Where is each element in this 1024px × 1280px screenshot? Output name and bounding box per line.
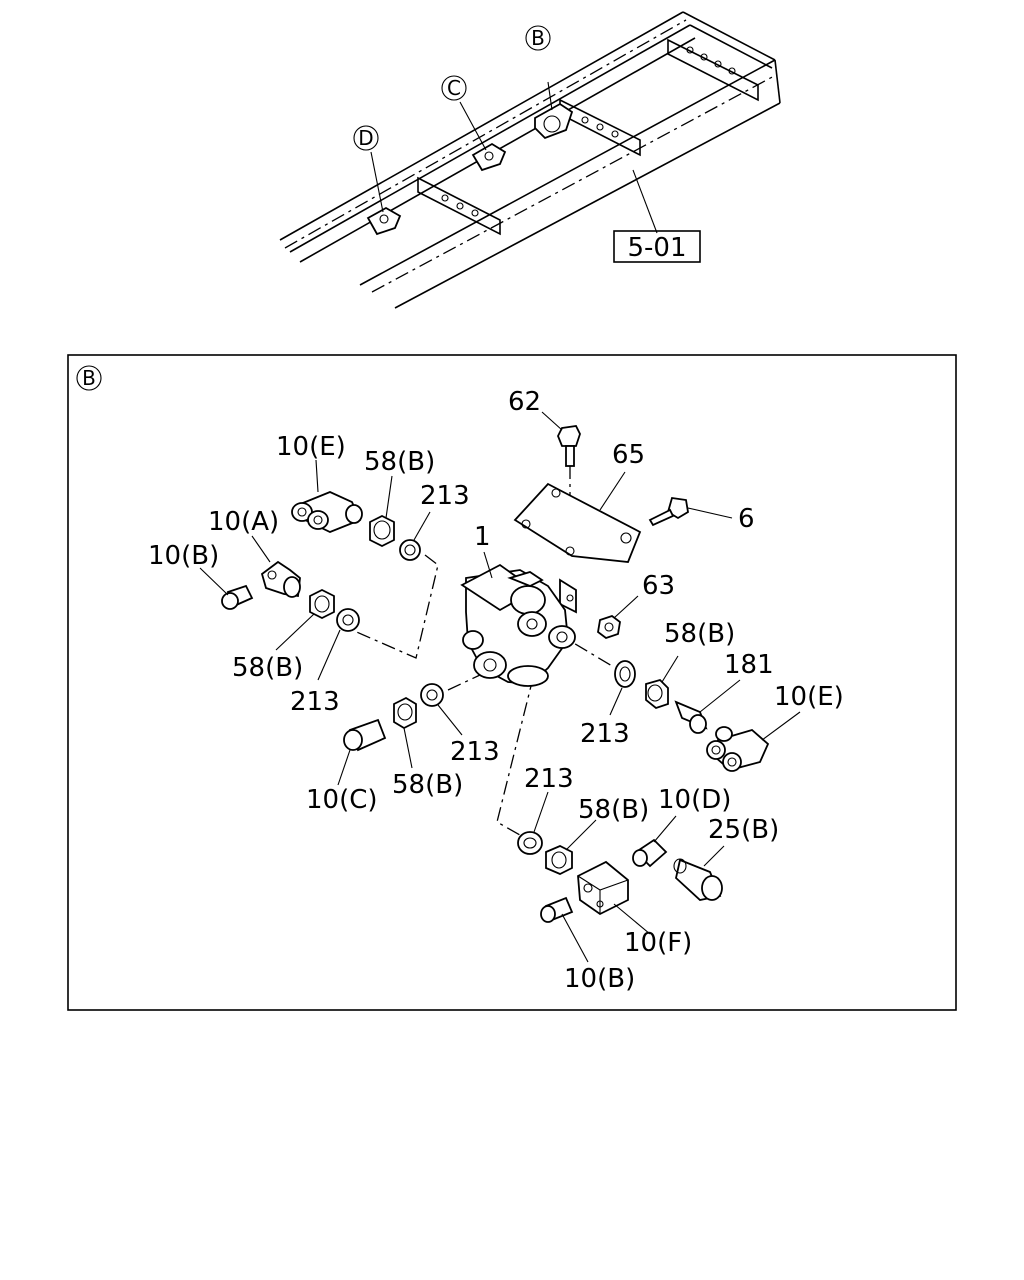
fitting-181: [674, 700, 708, 734]
label-213-bottom: 213: [524, 764, 574, 794]
label-213-top: 213: [420, 481, 470, 511]
label-10c: 10(C): [306, 785, 378, 815]
nut-63: [597, 614, 621, 640]
part-labels: 62 65 6 63 1 10(E) 58(B) 213 10(A) 10(B)…: [148, 387, 844, 994]
label-58b-left: 58(B): [232, 653, 303, 683]
label-65: 65: [612, 440, 645, 470]
label-10a: 10(A): [208, 507, 279, 537]
fitting-58b-right: [645, 678, 669, 710]
svg-text:B: B: [531, 26, 545, 50]
fitting-10a: [260, 560, 301, 598]
label-63: 63: [642, 571, 675, 601]
fitting-58b-mid: [393, 696, 417, 730]
label-10b-left: 10(B): [148, 541, 219, 571]
svg-text:B: B: [82, 366, 96, 390]
svg-text:C: C: [447, 76, 461, 100]
callout-b: B: [525, 25, 551, 51]
valve-c-location: [459, 101, 507, 172]
label-58b-right: 58(B): [664, 619, 735, 649]
label-58b-top: 58(B): [364, 447, 435, 477]
fitting-10b-left: [221, 584, 254, 610]
svg-text:5-01: 5-01: [627, 233, 686, 263]
svg-text:D: D: [358, 126, 373, 150]
label-10b-bottom: 10(B): [564, 964, 635, 994]
fitting-10e-top: [291, 491, 363, 533]
seal-213-left: [336, 608, 360, 632]
callout-d: D: [353, 125, 379, 151]
label-213-right: 213: [580, 719, 630, 749]
label-58b-bottom: 58(B): [578, 795, 649, 825]
fitting-10e-right: [706, 726, 770, 772]
label-1: 1: [474, 522, 491, 552]
callout-c: C: [441, 75, 467, 101]
bolt-62: [557, 425, 581, 467]
fitting-25b: [673, 858, 723, 901]
label-10f: 10(F): [624, 928, 692, 958]
seal-213-bottom: [517, 831, 543, 855]
seal-213-top: [399, 539, 421, 561]
fitting-10b-bottom: [540, 896, 574, 923]
label-25b: 25(B): [708, 815, 779, 845]
fitting-10c: [343, 718, 387, 752]
fitting-10f: [577, 860, 629, 916]
label-10e-top: 10(E): [276, 432, 346, 462]
fitting-10d: [632, 838, 668, 868]
label-213-left: 213: [290, 687, 340, 717]
reference-box: 5-01: [613, 230, 701, 263]
fitting-58b-left: [309, 588, 335, 620]
chassis-frame-overview: [279, 11, 781, 309]
valve-b-location: [534, 81, 574, 140]
leader-lines: [199, 411, 801, 963]
valve-body: [460, 563, 576, 687]
mounting-bracket: [513, 482, 642, 614]
label-213-mid: 213: [450, 737, 500, 767]
valve-d-location: [366, 151, 402, 236]
detail-view-marker: B: [76, 365, 102, 391]
label-10e-right: 10(E): [774, 682, 844, 712]
label-62: 62: [508, 387, 541, 417]
label-10d: 10(D): [658, 785, 731, 815]
label-6: 6: [738, 504, 755, 534]
seal-213-mid: [420, 683, 444, 707]
seal-213-right: [614, 660, 636, 688]
detail-frame: [67, 354, 957, 1011]
label-181: 181: [724, 650, 774, 680]
fitting-58b-top: [369, 514, 395, 548]
label-58b-mid: 58(B): [392, 770, 463, 800]
bolt-6: [648, 496, 689, 527]
fitting-58b-bottom: [545, 845, 573, 875]
